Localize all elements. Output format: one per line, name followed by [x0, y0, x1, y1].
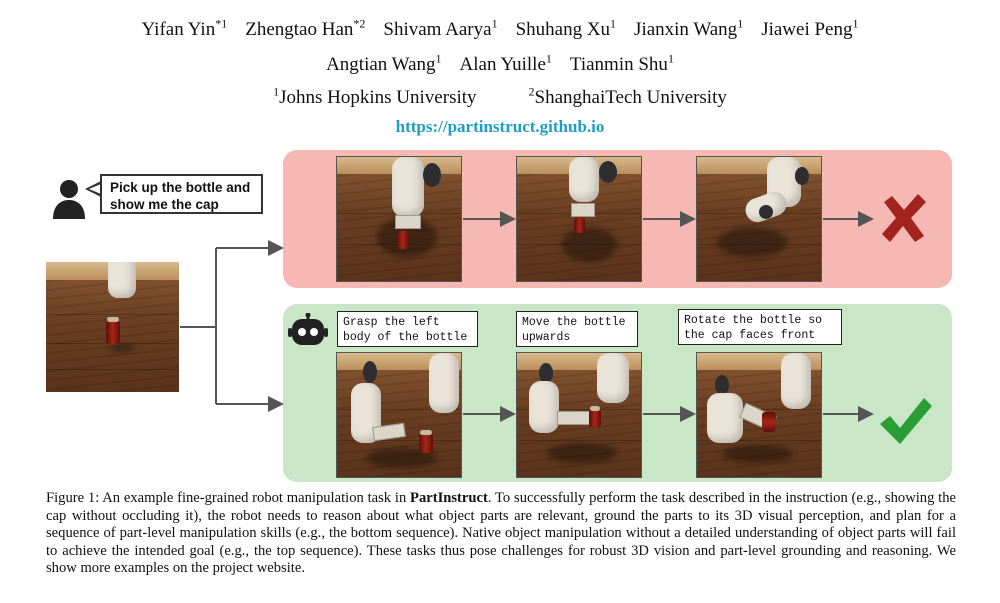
author-name-row2-2: Tianmin Shu1 — [569, 52, 674, 76]
instruction-bubble: Pick up the bottle and show me the cap — [100, 174, 263, 214]
author-name-row2-1: Alan Yuille1 — [459, 52, 552, 76]
author-name-1: Zhengtao Han*2 — [245, 17, 366, 41]
initial-scene-image — [46, 262, 179, 392]
failure-frame-3 — [696, 156, 822, 282]
project-link[interactable]: https://partinstruct.github.io — [395, 117, 605, 136]
failure-frame-2 — [516, 156, 642, 282]
author-name-4: Jianxin Wang1 — [634, 17, 744, 41]
user-icon — [53, 180, 85, 219]
affiliation-0: 1Johns Hopkins University — [273, 85, 477, 109]
author-name-3: Shuhang Xu1 — [515, 17, 617, 41]
success-frame-3 — [696, 352, 822, 478]
author-name-5: Jiawei Peng1 — [761, 17, 859, 41]
affiliations: 1Johns Hopkins University 2ShanghaiTech U… — [0, 85, 1000, 109]
failure-x-icon — [882, 194, 926, 242]
step-1-caption: Grasp the left body of the bottle — [337, 311, 478, 347]
figure-caption: Figure 1: An example fine-grained robot … — [46, 490, 956, 576]
success-frame-1 — [336, 352, 462, 478]
robot-icon — [288, 313, 328, 345]
author-name-2: Shivam Aarya1 — [383, 17, 498, 41]
failure-frame-1 — [336, 156, 462, 282]
author-list-row-2: Angtian Wang1 Alan Yuille1 Tianmin Shu1 — [0, 52, 1000, 76]
success-frame-2 — [516, 352, 642, 478]
success-check-icon — [880, 398, 932, 444]
step-2-caption: Move the bottle upwards — [516, 311, 638, 347]
author-name-0: Yifan Yin*1 — [141, 17, 228, 41]
author-name-row2-0: Angtian Wang1 — [326, 52, 442, 76]
author-list-row-1: Yifan Yin*1 Zhengtao Han*2 Shivam Aarya1 Sh… — [0, 17, 1000, 41]
step-3-caption: Rotate the bottle so the cap faces front — [678, 309, 842, 345]
affiliation-1: 2ShanghaiTech University — [528, 85, 727, 109]
